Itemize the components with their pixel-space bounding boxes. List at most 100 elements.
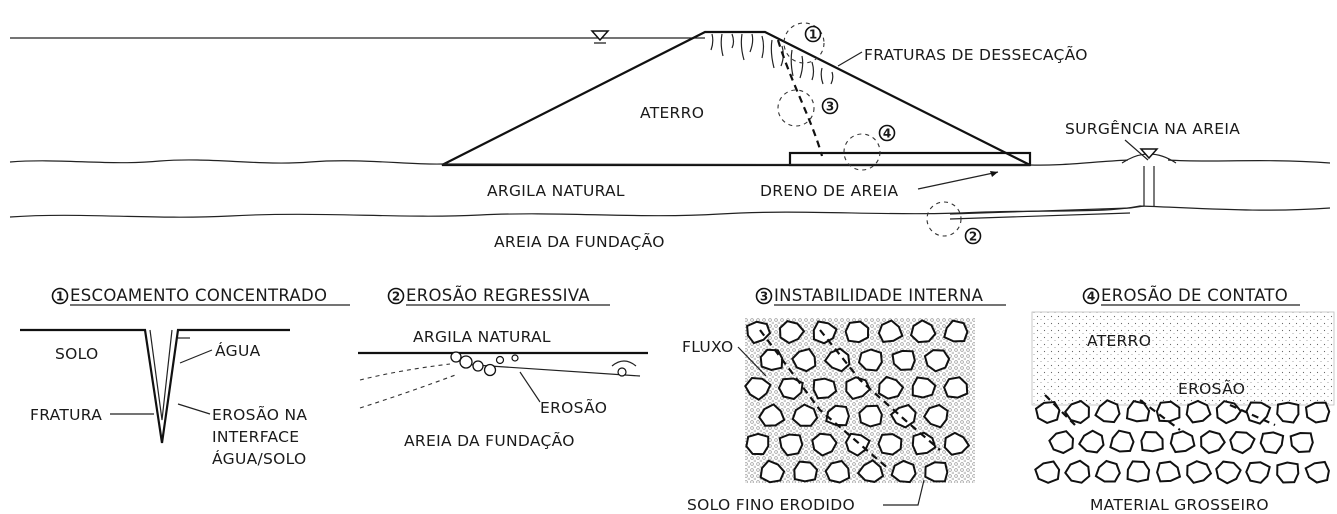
coarse-grain	[1304, 401, 1331, 424]
coarse-grain	[1215, 460, 1242, 485]
coarse-grain	[858, 404, 883, 428]
panel-3-badge	[755, 287, 773, 305]
coarse-grain	[1140, 430, 1164, 453]
coarse-grain	[889, 403, 917, 429]
flow-arrow-1	[359, 363, 451, 381]
coarse-grain	[791, 403, 819, 427]
label-foundation-sand: AREIA DA FUNDAÇÃO	[494, 232, 665, 251]
coarse-grain	[1259, 431, 1285, 455]
coarse-grain	[1156, 460, 1182, 483]
coarse-grain	[1155, 400, 1181, 423]
label-embankment: ATERRO	[640, 104, 704, 122]
ground-surface-line	[9, 159, 1331, 166]
coarse-grain	[812, 320, 838, 345]
coarse-grain	[1094, 459, 1121, 483]
label-natural-clay: ARGILA NATURAL	[487, 182, 625, 200]
location-circle-3	[777, 89, 815, 127]
coarse-grain	[1078, 429, 1105, 454]
coarse-grain	[777, 377, 804, 401]
label-panel2-clay: ARGILA NATURAL	[413, 328, 551, 346]
coarse-grain	[1048, 430, 1075, 455]
coarse-grain	[845, 376, 872, 401]
erosion-leader	[177, 403, 211, 415]
label-desiccation-fractures: FRATURAS DE DESSECAÇÃO	[864, 45, 1088, 64]
label-sand-drain: DRENO DE AREIA	[760, 182, 899, 200]
label-soil: SOLO	[55, 345, 99, 363]
panel-2-title: EROSÃO REGRESSIVA	[406, 286, 590, 305]
coarse-grain	[922, 403, 949, 429]
marker-3: 3	[826, 100, 834, 114]
coarse-grain	[1094, 399, 1121, 424]
coarse-grain	[909, 319, 937, 344]
sand-drain	[788, 151, 1032, 167]
label-sand-boil: SURGÊNCIA NA AREIA	[1065, 119, 1240, 138]
label-panel2-sand: AREIA DA FUNDAÇÃO	[404, 431, 575, 450]
marker-2-badge	[964, 227, 982, 245]
marker-4: 4	[883, 127, 891, 141]
coarse-grain	[1229, 430, 1256, 455]
coarse-grain	[778, 319, 806, 345]
flow-path-3b	[819, 329, 941, 451]
eroded-particles	[450, 351, 627, 377]
panel-3-number: 3	[760, 290, 768, 304]
coarse-grain	[877, 433, 903, 456]
coarse-grain	[844, 320, 870, 344]
coarse-grain	[1063, 399, 1090, 425]
marker-4-badge	[878, 124, 896, 142]
label-panel4-erosion: EROSÃO	[1178, 379, 1245, 398]
coarse-grain	[824, 459, 851, 484]
label-erosion-line1: EROSÃO NA	[212, 405, 307, 424]
flow-path-4c	[1229, 403, 1276, 427]
label-panel2-erosion: EROSÃO	[540, 398, 607, 417]
coarse-grain	[1109, 429, 1135, 453]
coarse-grain	[1169, 430, 1196, 454]
coarse-grain	[911, 376, 937, 399]
label-coarse-material: MATERIAL GROSSEIRO	[1090, 496, 1269, 514]
flow-leader	[737, 346, 767, 377]
fracture-profile	[20, 328, 290, 444]
label-water: ÁGUA	[215, 341, 261, 360]
panel-concentrated-leak: 1 ESCOAMENTO CONCENTRADO SOLO ÁGUA FRATU…	[20, 286, 350, 468]
dam-cross-section: 1 3 4 2 FRATURAS DE DESSECAÇÃO ATERRO SU…	[9, 22, 1331, 251]
boil-leader	[1124, 139, 1149, 161]
coarse-grain	[759, 459, 786, 484]
coarse-grain	[1034, 460, 1061, 484]
marker-1-badge	[804, 25, 822, 43]
coarse-grain	[759, 348, 784, 372]
coarse-grain	[1245, 401, 1272, 425]
drain-leader	[917, 171, 999, 190]
fractures-leader	[837, 51, 863, 67]
panel-1-number: 1	[56, 290, 64, 304]
coarse-grain	[1276, 401, 1300, 424]
panel-2-badge	[387, 287, 405, 305]
coarse-grain	[1185, 399, 1212, 424]
coarse-grain	[891, 349, 916, 371]
boil-water-level-icon	[1139, 148, 1159, 160]
coarse-grain	[877, 319, 904, 343]
panel-contact-erosion: 4 EROSÃO DE CONTATO ATERRO EROSÃO MATERI…	[1031, 286, 1335, 514]
flow-arrow-2	[359, 373, 459, 409]
coarse-grain	[942, 376, 969, 399]
flow-path-4b	[1139, 399, 1181, 431]
coarse-grain	[757, 403, 786, 427]
coarse-grain	[943, 431, 971, 456]
erosion-leader-2	[519, 371, 541, 403]
coarse-grain	[778, 433, 804, 457]
boil-conduit	[1143, 166, 1155, 206]
coarse-grain	[1245, 461, 1271, 484]
label-eroded-fines: SOLO FINO ERODIDO	[687, 496, 855, 514]
coarse-grain	[746, 320, 772, 345]
panel-4-number: 4	[1087, 290, 1095, 304]
seepage-path	[776, 39, 824, 157]
coarse-grain	[1126, 460, 1151, 483]
panel-3-title: INSTABILIDADE INTERNA	[774, 286, 984, 305]
coarse-grain	[890, 459, 917, 484]
flow-path-3a	[759, 329, 891, 471]
coarse-grain	[825, 404, 850, 427]
coarse-grain	[1064, 459, 1091, 484]
label-erosion-line3: ÁGUA/SOLO	[212, 449, 307, 468]
panel-2-number: 2	[392, 290, 400, 304]
coarse-grain	[1276, 461, 1300, 484]
coarse-grain	[911, 431, 937, 456]
location-circle-1	[783, 22, 825, 64]
